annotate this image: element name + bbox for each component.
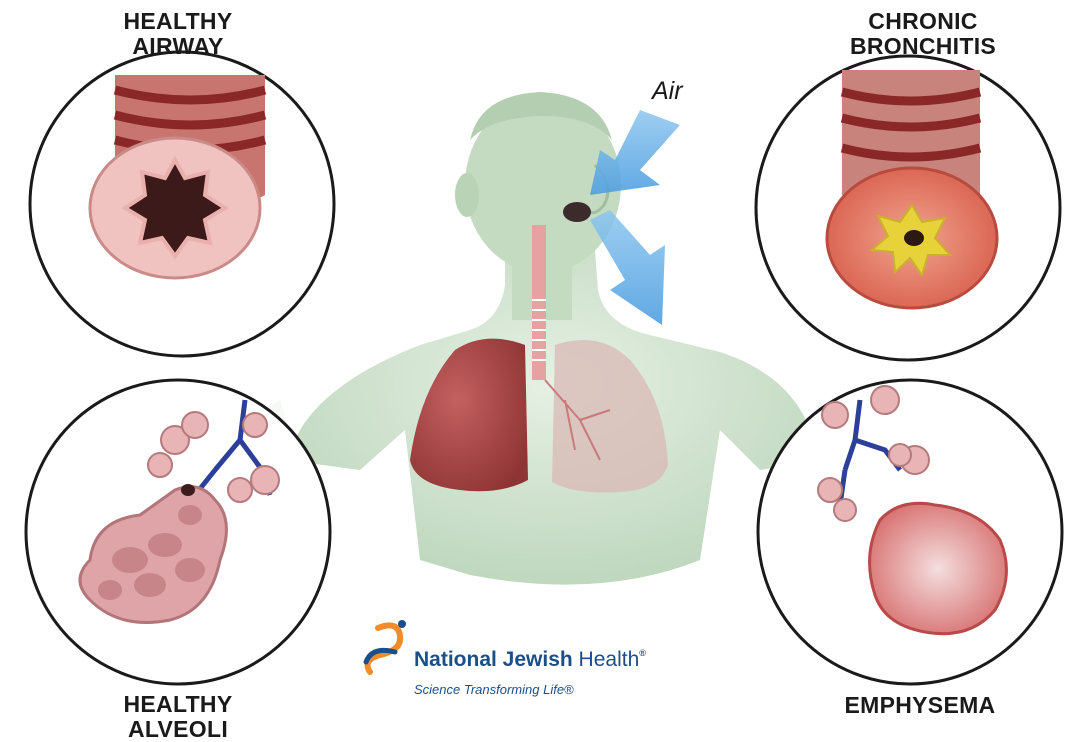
healthy-airway-label: HEALTHY AIRWAY — [88, 9, 268, 59]
logo-registered-mark: ® — [639, 648, 646, 658]
emphysema-label: EMPHYSEMA — [790, 693, 1050, 718]
national-jewish-health-logo: National Jewish Health® Science Transfor… — [352, 612, 772, 708]
logo-tagline: Science Transforming Life® — [414, 682, 574, 697]
logo-name-light: Health — [573, 648, 640, 671]
logo-name-bold: National Jewish — [414, 648, 573, 671]
panel-chronic-bronchitis — [756, 56, 1060, 360]
panel-healthy-airway — [30, 52, 334, 356]
panel-emphysema — [758, 380, 1062, 684]
logo-name: National Jewish Health® — [414, 648, 646, 672]
healthy-alveoli-label: HEALTHY ALVEOLI — [88, 692, 268, 742]
chronic-bronchitis-label: CHRONIC BRONCHITIS — [808, 9, 1038, 59]
air-label: Air — [652, 77, 683, 106]
panel-healthy-alveoli — [26, 380, 330, 684]
